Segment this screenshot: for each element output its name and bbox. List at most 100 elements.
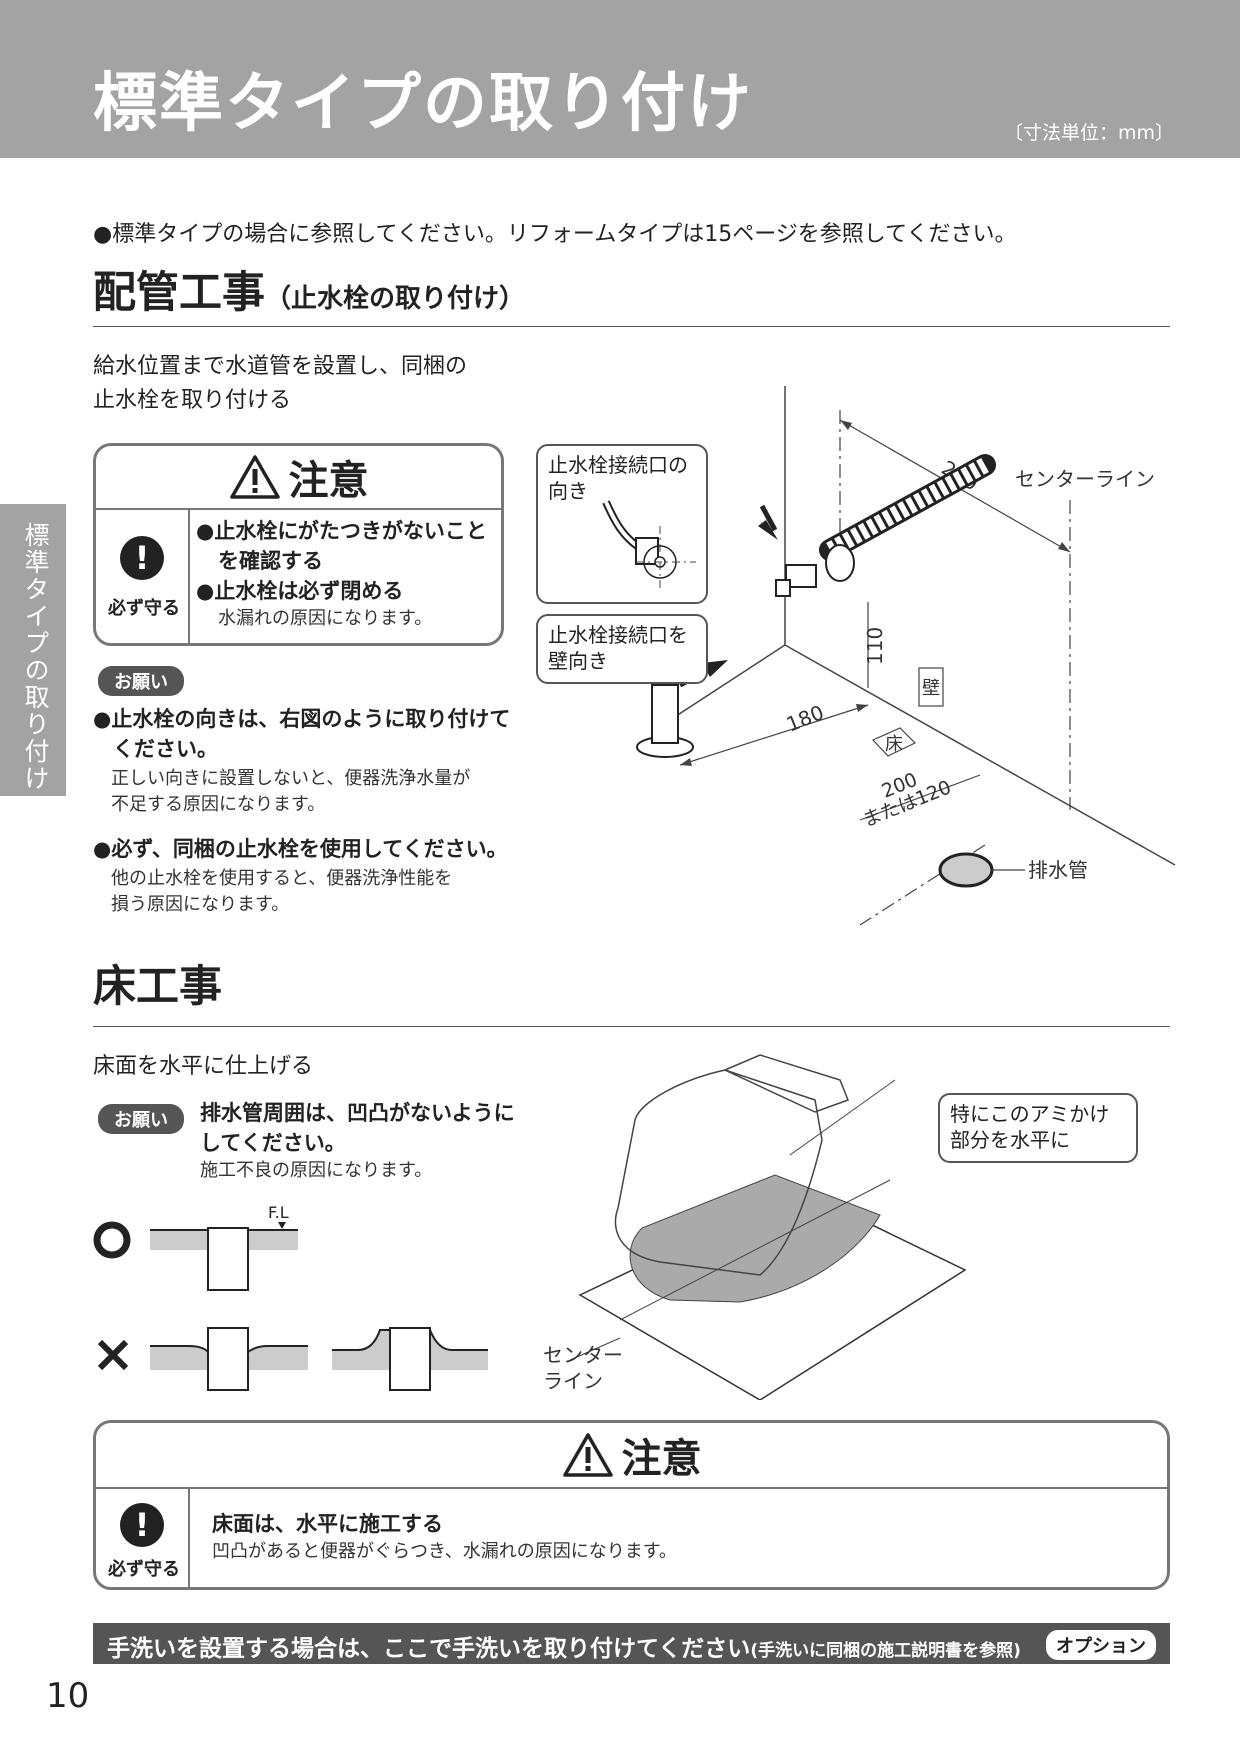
center-line-leader [569, 1337, 621, 1361]
floor-caution-item: 床面は、水平に施工する [212, 1512, 443, 1536]
floor-request-pill: お願い [98, 1104, 184, 1134]
caution-item-1: ●止水栓にがたつきがないこと [196, 519, 487, 543]
floor-request: 排水管周囲は、凹凸がないように してください。 施工不良の原因になります。 [200, 1098, 515, 1184]
page-title: 標準タイプの取り付け [93, 67, 753, 141]
unit-note: 〔寸法単位：mm〕 [1004, 122, 1175, 144]
toilet-outline [614, 1069, 823, 1276]
footer-text: 手洗いを設置する場合は、ここで手洗いを取り付けてください(手洗いに同梱の施工説明… [107, 1629, 1021, 1663]
floor-rule [93, 1026, 1170, 1027]
callout-valve-direction-line2: 向き [548, 479, 588, 503]
dim-arrow [856, 704, 868, 712]
request-2-note2: 損う原因になります。 [111, 894, 290, 915]
bad-floor-sunken-right [248, 1346, 308, 1370]
floor-request-line1: 排水管周囲は、凹凸がないように [200, 1101, 515, 1125]
dim-arrow [680, 758, 692, 766]
center-line-label-line2: ライン [543, 1369, 603, 1393]
caution-must-cell: ! 必ず守る [96, 508, 190, 643]
drain-axis-line [859, 844, 986, 926]
piping-intro-line2: 止水栓を取り付ける [93, 388, 292, 413]
caution-item-1b: を確認する [218, 549, 323, 573]
piping-section-title: 配管工事（止水栓の取り付け） [93, 272, 525, 315]
piping-subtitle: （止水栓の取り付け） [265, 284, 526, 314]
piping-rule [93, 326, 1170, 327]
valve-flange [825, 544, 855, 582]
callout-valve-wall: 止水栓接続口を 壁向き [536, 614, 708, 684]
request-2-note1: 他の止水栓を使用すると、便器洗浄性能を [111, 868, 453, 889]
center-line-label-line1: センター [543, 1343, 623, 1367]
piping-intro-line1: 給水位置まで水道管を設置し、同梱の [93, 354, 468, 379]
floor-request-line2: してください。 [200, 1131, 346, 1155]
floor-caution-items: 床面は、水平に施工する 凹凸があると便器がぐらつき、水漏れの原因になります。 [212, 1509, 677, 1565]
exclamation-icon: ! [120, 1503, 164, 1547]
piping-diagram: 290 センターライン 110 壁 床 180 200 または120 排水管 [636, 386, 1176, 926]
floor-valve-body [651, 684, 679, 744]
caution-heading: 注意 [96, 1423, 1167, 1489]
callout-level-area: 特にこのアミかけ 部分を水平に [938, 1093, 1138, 1163]
direction-arrow-top [759, 504, 778, 532]
toilet-floor-diagram [569, 1054, 967, 1400]
floor-caution-note: 凹凸があると便器がぐらつき、水漏れの原因になります。 [212, 1541, 677, 1562]
option-footer-bar: 手洗いを設置する場合は、ここで手洗いを取り付けてください(手洗いに同梱の施工説明… [93, 1623, 1170, 1664]
fl-label: F.L [268, 1203, 289, 1222]
piping-request-pill: お願い [98, 666, 184, 696]
caution-must-cell: ! 必ず守る [96, 1487, 190, 1587]
callout-level-area-line2: 部分を水平に [950, 1128, 1070, 1152]
lead-note: ●標準タイプの場合に参照してください。リフォームタイプは15ページを参照してくだ… [93, 222, 1017, 247]
caution-item-2: ●止水栓は必ず閉める [196, 579, 404, 603]
option-badge: オプション [1046, 1630, 1156, 1660]
callout-valve-wall-line2: 壁向き [548, 649, 608, 673]
stop-valve-outlet [775, 579, 791, 597]
request-1-note1: 正しい向きに設置しないと、便器洗浄水量が [111, 768, 471, 789]
request-1-line2: ください。 [113, 737, 218, 761]
request-1-line1: ●止水栓の向きは、右図のように取り付けて [93, 707, 511, 731]
arrow-head [758, 520, 778, 540]
floor-section-title: 床工事 [93, 962, 222, 1012]
toilet-lid [723, 1054, 849, 1113]
bad-mark-icon [97, 1339, 129, 1371]
must-label: 必ず守る [108, 1559, 180, 1580]
fl-arrow-icon [278, 1222, 286, 1229]
piping-intro: 給水位置まで水道管を設置し、同梱の 止水栓を取り付ける [93, 350, 467, 418]
side-tab-label: 標準タイプの取り付け [21, 522, 50, 792]
piping-caution-box: 注意 ! 必ず守る ●止水栓にがたつきがないこと を確認する ●止水栓は必ず閉め… [93, 443, 504, 646]
floor-level-examples: F.L [93, 1203, 488, 1391]
caution-heading-text: 注意 [621, 1436, 702, 1482]
floor-label-box [871, 727, 917, 757]
dim-200-line [859, 774, 981, 821]
request-2-line1: ●必ず、同梱の止水栓を使用してください。 [93, 837, 508, 861]
footer-main-text: 手洗いを設置する場合は、ここで手洗いを取り付けてください [107, 1636, 751, 1662]
caution-note: 水漏れの原因になります。 [218, 608, 433, 629]
center-line [619, 1179, 891, 1321]
must-label: 必ず守る [108, 598, 180, 619]
request-1-note2: 不足する原因になります。 [111, 794, 326, 815]
center-line-label: センター ライン [543, 1342, 623, 1394]
center-line-label: センターライン [1015, 467, 1155, 491]
floor-caution-box: 注意 ! 必ず守る 床面は、水平に施工する 凹凸があると便器がぐらつき、水漏れの… [93, 1420, 1170, 1590]
footer-small-text: (手洗いに同梱の施工説明書を参照) [750, 1641, 1021, 1661]
bad-drain-pipe-1 [207, 1327, 249, 1391]
dim-arrow [1058, 542, 1070, 552]
piping-requests: ●止水栓の向きは、右図のように取り付けて ください。 正しい向きに設置しないと、… [93, 704, 510, 918]
drain-label: 排水管 [1028, 858, 1088, 882]
good-drain-pipe [207, 1227, 249, 1291]
piping-title: 配管工事 [93, 268, 265, 318]
page-number: 10 [46, 1676, 90, 1716]
stop-valve-body [785, 564, 817, 588]
level-hatch-area [629, 1174, 881, 1303]
callout-leader [789, 1079, 896, 1156]
callout-valve-direction: 止水栓接続口の 向き [536, 444, 708, 604]
caution-heading-text: 注意 [288, 458, 369, 504]
callout-level-area-line1: 特にこのアミかけ [950, 1102, 1110, 1126]
warning-triangle-icon [562, 1433, 613, 1477]
wall-label-box [918, 667, 944, 707]
dim-180-line [679, 704, 869, 766]
valve-closeup-icon [602, 500, 696, 588]
dim-180-label: 180 [783, 700, 827, 737]
good-mark-icon [93, 1221, 131, 1259]
floor-edge-line [669, 644, 786, 721]
floor-request-note: 施工不良の原因になります。 [200, 1160, 433, 1181]
arrow-head [702, 660, 728, 677]
caution-items: ●止水栓にがたつきがないこと を確認する ●止水栓は必ず閉める 水漏れの原因にな… [196, 516, 487, 632]
callout-valve-wall-line1: 止水栓接続口を [548, 623, 688, 647]
drain-pipe [938, 852, 994, 888]
